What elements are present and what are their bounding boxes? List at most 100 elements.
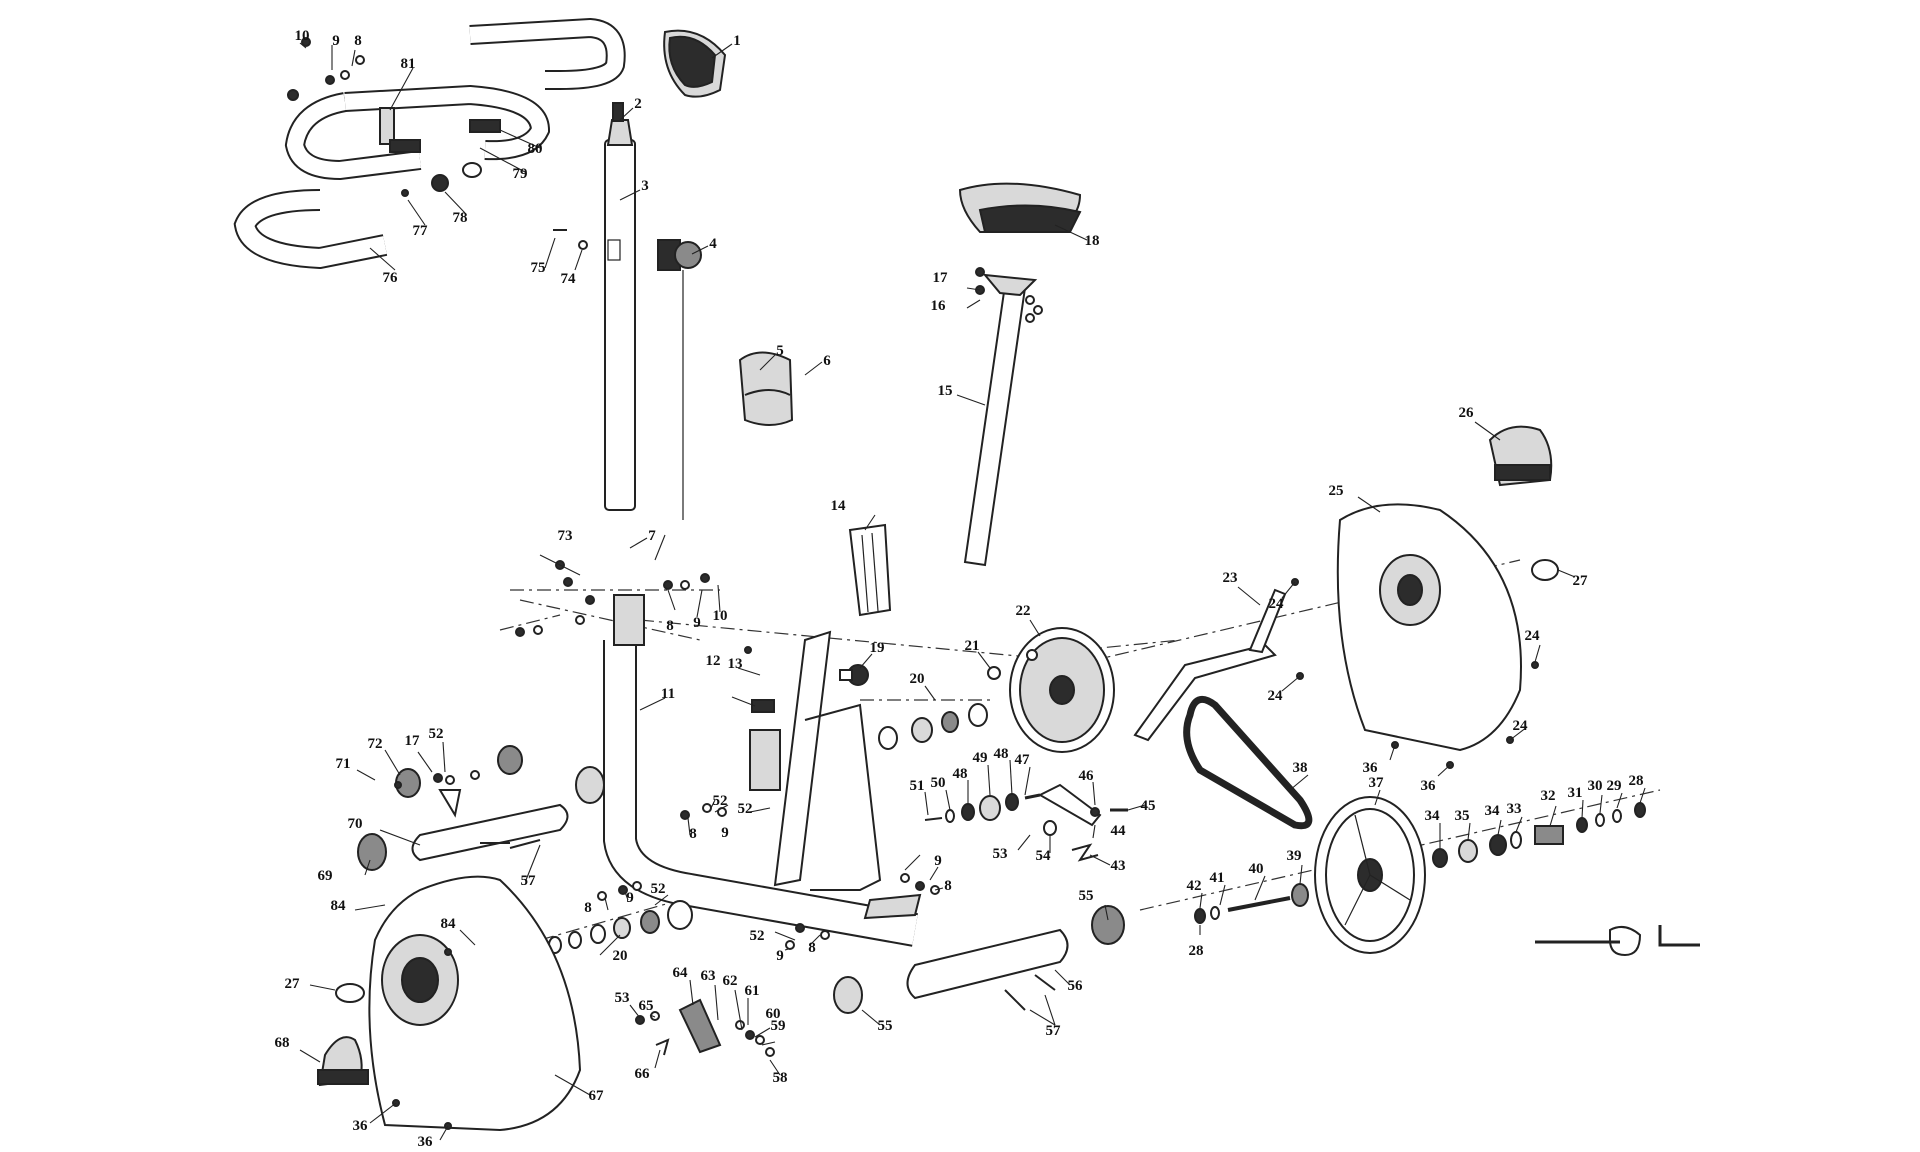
callout-15: 15 [938,383,953,399]
callout-24: 24 [1513,718,1529,734]
callout-18: 18 [1085,233,1100,249]
callout-71: 71 [336,756,351,772]
callout-57: 57 [521,873,537,889]
part-41-washer [1210,906,1220,920]
callout-74: 74 [561,271,577,287]
part-80-upper-handlebar [469,17,626,90]
part-5-bottle-holder [738,351,794,426]
part-wheel-right [497,745,523,775]
callout-66: 66 [635,1066,651,1082]
callout-29: 29 [1607,778,1622,794]
callout-52: 52 [750,928,765,944]
callout-12: 12 [706,653,721,669]
callout-61: 61 [745,983,760,999]
part-44-idler-arm [1037,783,1102,827]
callout-65: 65 [639,998,654,1014]
part-2-adjust-knob [612,102,624,122]
part-79-handlebar-frame [284,84,551,181]
callout-42: 42 [1187,878,1202,894]
part-69-end-cap [357,833,387,871]
part-25-right-chain-guard [1336,503,1522,752]
callout-16: 16 [931,298,947,314]
callout-33: 33 [1507,801,1522,817]
part-34-spacer-b [1489,834,1507,856]
part-33-washer [1510,831,1522,849]
part-49-idler-wheel [979,795,1001,821]
callout-80: 80 [528,141,543,157]
callout-30: 30 [1588,778,1603,794]
callout-70: 70 [348,816,363,832]
callout-24: 24 [1525,628,1541,644]
part-12-bracket [751,699,775,713]
callout-84: 84 [331,898,347,914]
part-79-grip-cap [462,162,482,178]
part-77-screw [401,189,409,197]
callout-52: 52 [429,726,444,742]
part-48-bearing-b [961,803,975,821]
part-14-seat-post-sleeve [848,523,892,617]
callout-36: 36 [1421,778,1437,794]
callout-57: 57 [1046,1023,1062,1039]
part-30-washer [1595,813,1605,827]
part-55-end-cap-right [1091,905,1125,945]
part-20-bearings-lower [548,900,693,954]
callout-40: 40 [1249,861,1264,877]
part-64-bracket [678,998,722,1054]
callout-48: 48 [953,766,968,782]
callout-68: 68 [275,1035,290,1051]
callout-64: 64 [673,965,689,981]
part-26-right-pedal [1488,425,1553,487]
callout-36: 36 [353,1118,369,1134]
callout-84: 84 [441,916,457,932]
callout-25: 25 [1329,483,1344,499]
callout-79: 79 [513,166,528,182]
callout-36: 36 [418,1134,434,1150]
callout-76: 76 [383,270,399,286]
callout-22: 22 [1016,603,1031,619]
callout-36: 36 [1363,760,1379,776]
part-48-bearing [1005,793,1019,811]
callout-8: 8 [944,878,952,894]
callout-45: 45 [1141,798,1156,814]
callout-43: 43 [1111,858,1126,874]
part-29-washer [1612,809,1622,823]
callout-34: 34 [1485,803,1501,819]
callout-52: 52 [651,881,666,897]
callout-17: 17 [405,733,421,749]
callout-63: 63 [701,968,716,984]
callout-9: 9 [776,948,784,964]
callout-8: 8 [808,940,816,956]
part-35-bearing [1458,839,1478,863]
part-hex-key-tool [1658,925,1700,947]
callout-49: 49 [973,750,988,766]
part-39-bearing [1291,883,1309,907]
part-70-rear-stabilizer [411,789,569,862]
part-1-console-cover [663,29,727,98]
callout-24: 24 [1268,688,1284,704]
callout-10: 10 [713,608,728,624]
callout-8: 8 [689,826,697,842]
callout-58: 58 [773,1070,788,1086]
callout-55: 55 [1079,888,1094,904]
part-27-washer-right [1531,559,1559,581]
callout-13: 13 [728,656,743,672]
part-67-left-chain-guard [368,875,582,1132]
part-19-adjust-knob [839,664,869,686]
callout-52: 52 [738,801,753,817]
callout-6: 6 [823,353,831,369]
callout-3: 3 [641,178,649,194]
part-27-washer-left [335,983,365,1003]
callout-59: 59 [771,1018,786,1034]
leader-lines [299,42,1646,1141]
part-20-bearings-upper [878,703,988,750]
callout-24: 24 [1269,596,1285,612]
callout-67: 67 [589,1088,605,1104]
callout-2: 2 [634,96,642,112]
callout-54: 54 [1036,848,1052,864]
callout-27: 27 [1573,573,1589,589]
part-15-seat-post [963,273,1038,567]
part-11-main-frame-tube [603,594,918,947]
callout-9: 9 [626,890,634,906]
